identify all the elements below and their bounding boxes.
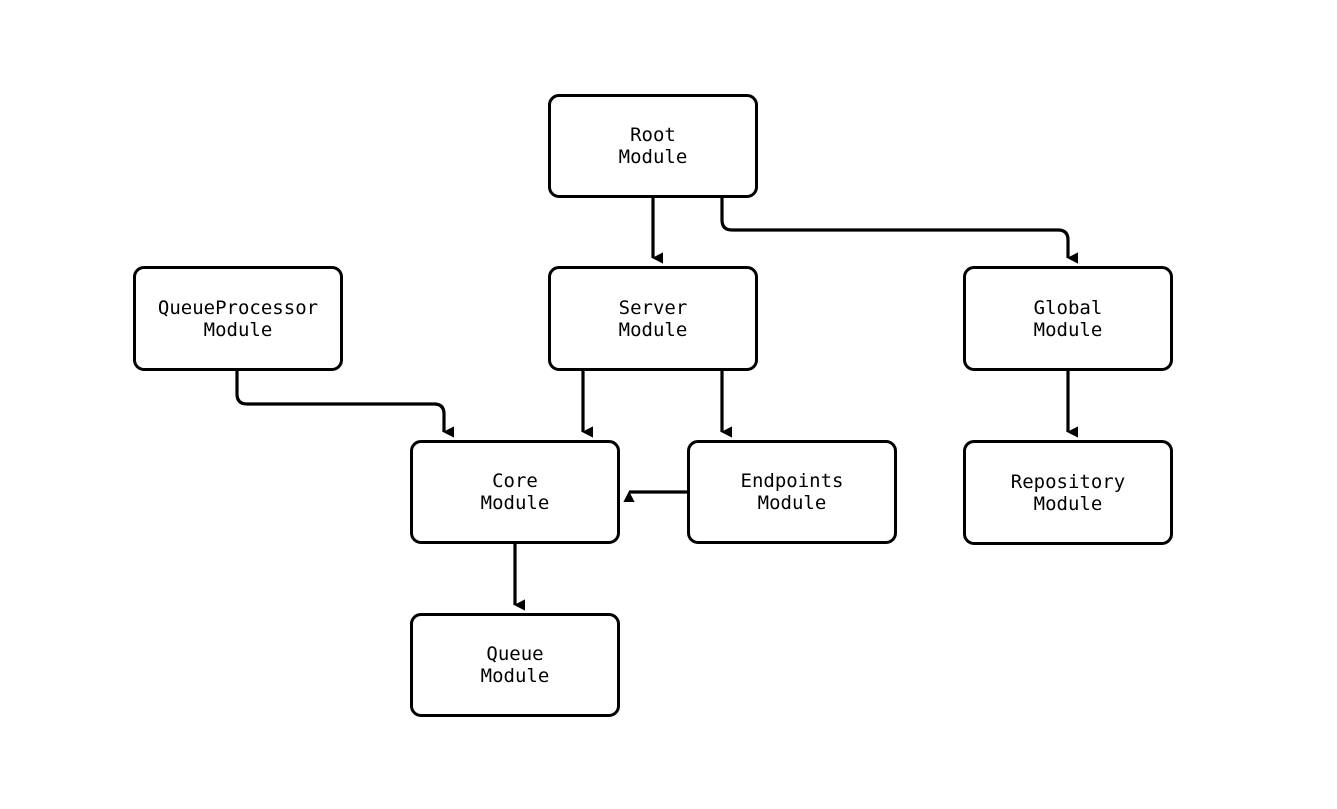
node-global-module-title: Global (1033, 296, 1103, 319)
edge-root-to-global (720, 198, 1078, 264)
node-server-module-title: Server (618, 296, 688, 319)
node-repository-module[interactable]: Repository Module (963, 440, 1173, 545)
node-queueprocessor-module-title: QueueProcessor (157, 296, 319, 319)
node-repository-module-subtitle: Module (1033, 492, 1103, 515)
node-queue-module[interactable]: Queue Module (410, 613, 620, 717)
node-server-module-subtitle: Module (618, 318, 688, 341)
node-core-module-subtitle: Module (480, 492, 550, 514)
node-endpoints-module-title: Endpoints (740, 470, 844, 492)
node-root-module[interactable]: Root Module (548, 94, 758, 198)
node-global-module-subtitle: Module (1033, 318, 1103, 341)
node-endpoints-module[interactable]: Endpoints Module (687, 440, 897, 544)
node-server-module[interactable]: Server Module (548, 266, 758, 371)
node-root-module-title: Root (630, 124, 676, 146)
node-global-module[interactable]: Global Module (963, 266, 1173, 371)
edge-queueprocessor-to-core (235, 371, 454, 438)
node-repository-module-title: Repository (1010, 470, 1126, 493)
node-queueprocessor-module[interactable]: QueueProcessor Module (133, 266, 343, 371)
node-root-module-subtitle: Module (618, 146, 688, 168)
node-queue-module-title: Queue (486, 643, 544, 665)
node-endpoints-module-subtitle: Module (757, 492, 827, 514)
node-core-module[interactable]: Core Module (410, 440, 620, 544)
node-queueprocessor-module-subtitle: Module (203, 318, 273, 341)
node-core-module-title: Core (492, 470, 538, 492)
node-queue-module-subtitle: Module (480, 665, 550, 687)
